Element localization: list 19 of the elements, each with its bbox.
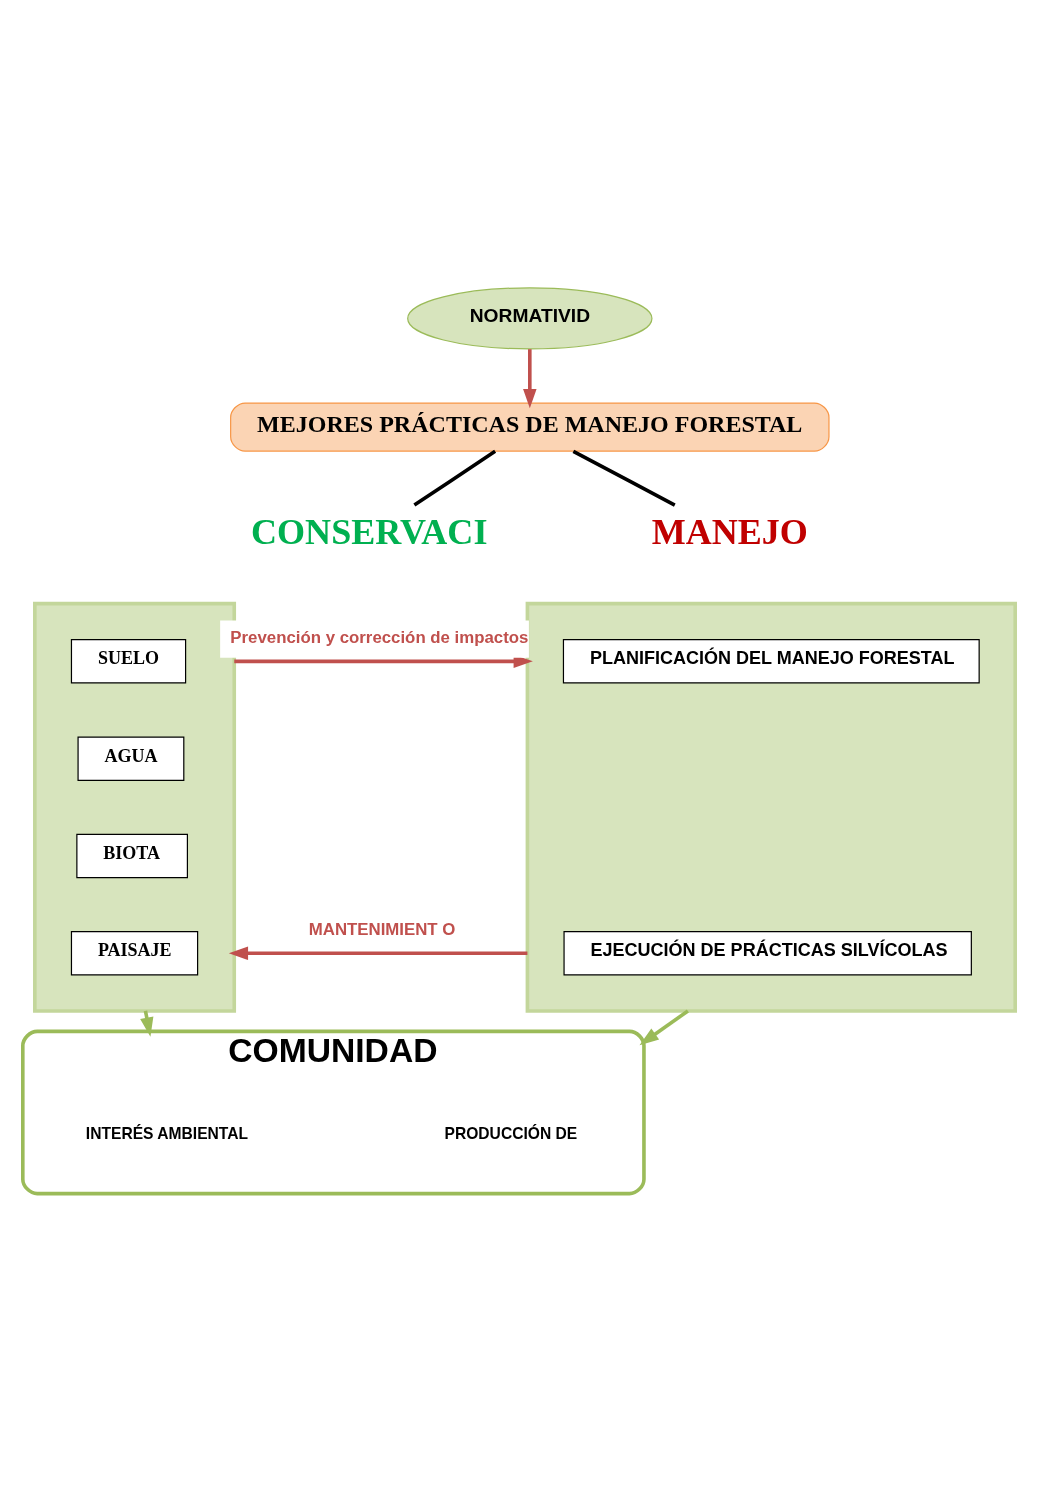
node-box: SUELO [70, 638, 187, 684]
node-text: INTERÉS AMBIENTAL [85, 1124, 249, 1142]
node-ellipse: NORMATIVID [407, 286, 653, 349]
connector [572, 449, 676, 507]
arrow [228, 946, 528, 960]
node-box: PLANIFICACIÓN DEL MANEJO FORESTAL [562, 638, 980, 684]
node-box: AGUA [77, 735, 185, 781]
edge-label: MANTENIMIENT O [308, 919, 456, 939]
arrow [639, 1009, 689, 1045]
edge-label: Prevención y corrección de impactos [230, 627, 529, 647]
node-text: PRODUCCIÓN DE [444, 1124, 578, 1142]
node-text: MANEJO [651, 511, 808, 552]
node-box: PAISAJE [70, 930, 199, 975]
arrow [523, 348, 537, 408]
node-box: MEJORES PRÁCTICAS DE MANEJO FORESTAL [230, 401, 830, 452]
node-text: CONSERVACI [251, 511, 488, 552]
connector [413, 449, 497, 507]
node-box: BIOTA [76, 833, 188, 878]
node-box: EJECUCIÓN DE PRÁCTICAS SILVÍCOLAS [563, 930, 972, 975]
